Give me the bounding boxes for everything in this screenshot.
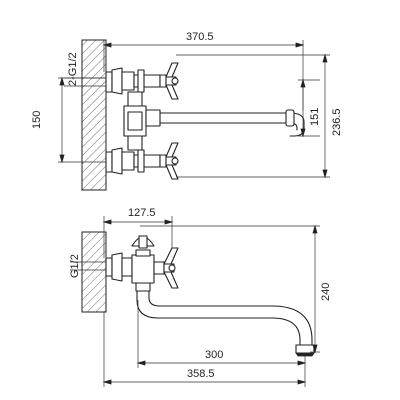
dim-top-spacing: 150 — [31, 76, 108, 164]
dim-side-spout-reach-text: 300 — [205, 349, 223, 361]
side-connection-label: G1/2 — [69, 254, 81, 278]
dim-side-spout-reach: 300 — [136, 300, 307, 368]
dim-top-spout-offset: 151 — [298, 78, 321, 138]
dim-side-height: 240 — [140, 224, 332, 354]
dim-top-width-text: 370.5 — [186, 31, 214, 43]
top-wall — [81, 39, 107, 191]
upper-valve-assembly — [105, 62, 179, 100]
side-view: G1/2 127.5 — [69, 207, 332, 387]
dim-side-handle-offset-text: 127.5 — [128, 207, 156, 219]
dim-side-total-length: 358.5 — [102, 312, 307, 387]
central-body — [123, 91, 305, 151]
dim-top-total-height: 236.5 — [176, 53, 343, 179]
dim-top-total-height-text: 236.5 — [331, 108, 343, 136]
top-view: 2-G1/2 150 — [31, 31, 343, 191]
dim-top-spacing-text: 150 — [31, 111, 43, 129]
dim-top-spout-offset-text: 151 — [309, 108, 321, 126]
dim-side-handle-offset: 127.5 — [102, 207, 174, 258]
side-wall — [81, 231, 107, 313]
dim-side-total-length-text: 358.5 — [187, 368, 215, 380]
dim-side-height-text: 240 — [320, 283, 332, 301]
top-connection-label: 2-G1/2 — [67, 52, 79, 86]
lower-valve-assembly — [105, 142, 179, 180]
